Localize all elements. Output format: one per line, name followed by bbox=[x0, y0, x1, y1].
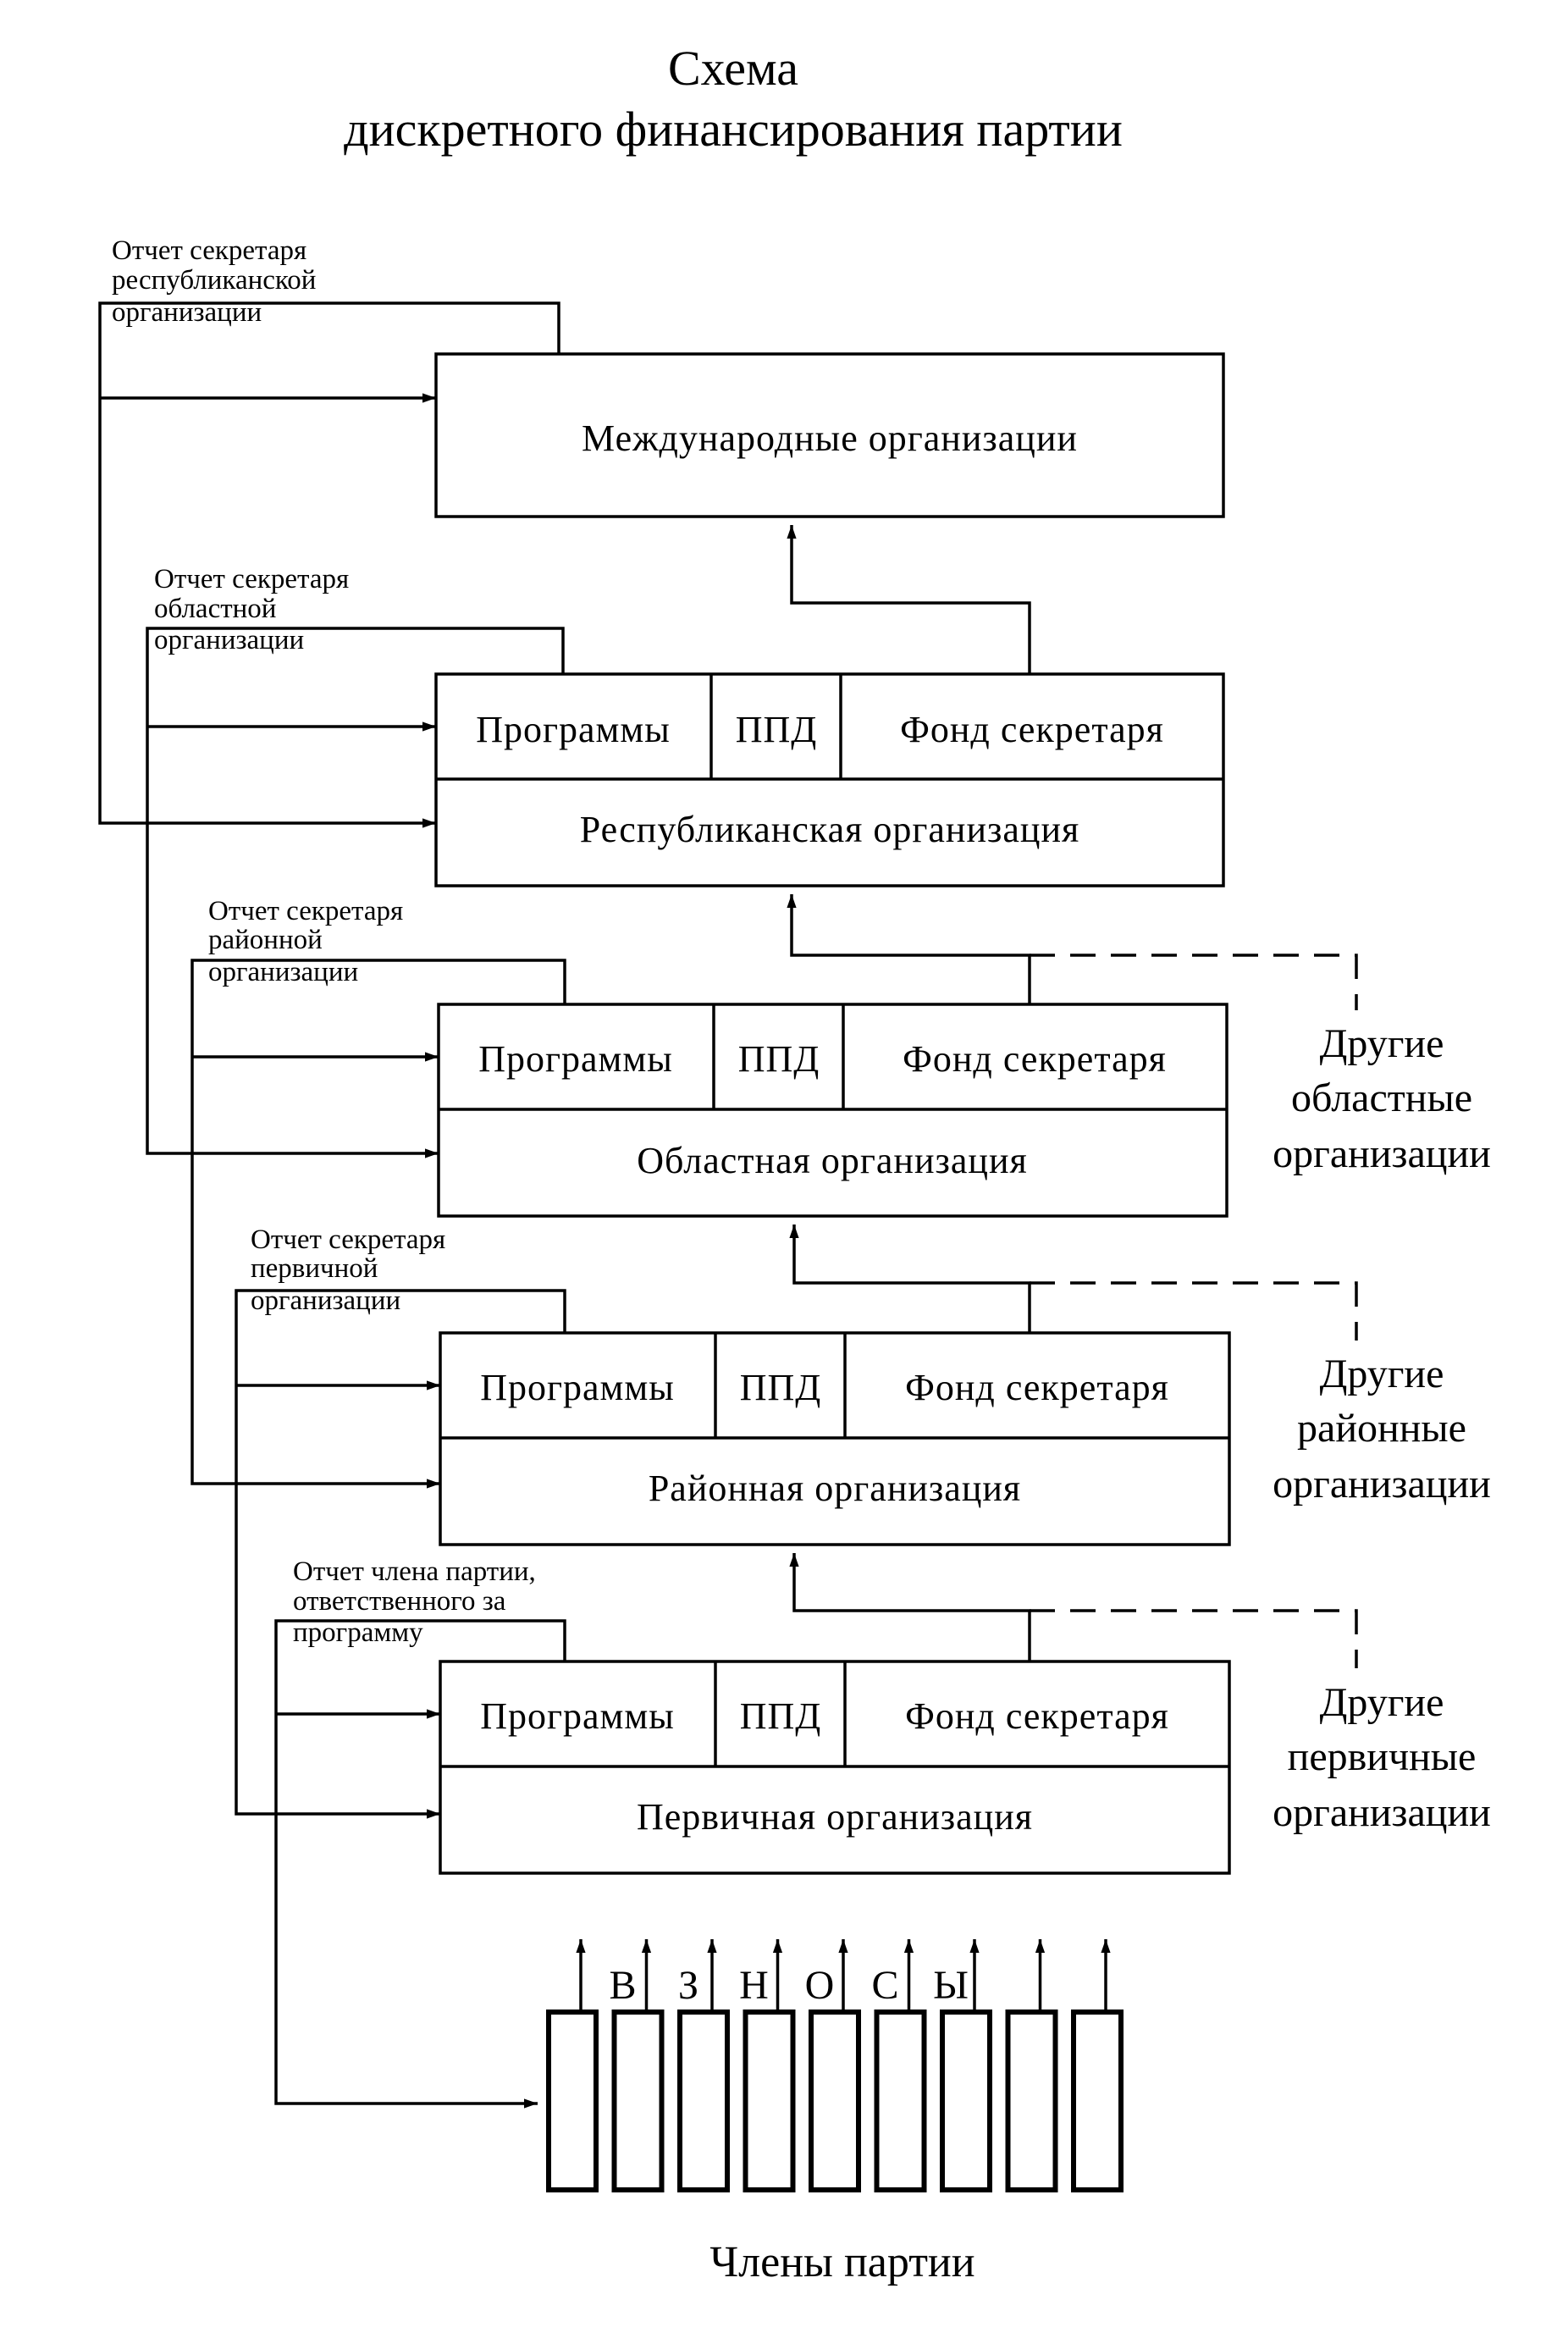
report-regional-line-3: организации bbox=[154, 625, 304, 655]
report-loop-primary bbox=[235, 1289, 566, 1819]
primary-fund-label: Фонд секретаря bbox=[905, 1695, 1169, 1737]
regional-fund-label: Фонд секретаря bbox=[903, 1038, 1167, 1080]
report-republic-line-2: республиканской bbox=[112, 265, 316, 296]
member-bar bbox=[940, 2010, 992, 2192]
report-member-line-1: Отчет члена партии, bbox=[293, 1556, 536, 1587]
member-bar bbox=[874, 2010, 927, 2192]
other-district-line-1: Другие bbox=[1320, 1352, 1444, 1396]
report-district-line-3: организации bbox=[208, 957, 358, 987]
republic-fund-label: Фонд секретаря bbox=[900, 709, 1164, 750]
primary-ppd-label: ППД bbox=[740, 1695, 822, 1737]
member-bar bbox=[743, 2010, 796, 2192]
other-regional-line-2: областные bbox=[1291, 1075, 1472, 1120]
title-line-1: Схема bbox=[668, 41, 798, 96]
other-primary-line-1: Другие bbox=[1320, 1680, 1444, 1725]
member-bar bbox=[809, 2010, 861, 2192]
report-loop-republic bbox=[98, 301, 560, 828]
contribution-letter: О bbox=[805, 1963, 835, 2008]
member-bar bbox=[1071, 2010, 1124, 2192]
report-loop-district bbox=[190, 959, 566, 1489]
primary-organization-label: Первичная организация bbox=[637, 1796, 1033, 1838]
international-organizations-label: Международные организации bbox=[582, 417, 1078, 459]
funding-connector-regional-to-republic bbox=[787, 894, 1358, 1010]
member-bar bbox=[1005, 2010, 1058, 2192]
primary-organization-box bbox=[439, 1660, 1231, 1875]
report-primary-line-1: Отчет секретаря bbox=[251, 1225, 445, 1255]
district-organization-box bbox=[439, 1331, 1231, 1546]
report-republic-line-1: Отчет секретаря bbox=[112, 235, 306, 266]
other-district-line-3: организации bbox=[1273, 1462, 1491, 1506]
contribution-letter: С bbox=[871, 1963, 898, 2008]
members-label: Члены партии bbox=[709, 2238, 974, 2286]
funding-connector-district-to-regional bbox=[789, 1225, 1358, 1341]
report-member-line-2: ответственного за bbox=[293, 1586, 506, 1617]
republic-organization-box bbox=[434, 672, 1225, 887]
other-primary-dashed-connector bbox=[1030, 1609, 1358, 1668]
republic-programs-label: Программы bbox=[476, 709, 671, 750]
report-loop-member bbox=[274, 1619, 566, 2109]
funding-connector-republic-to-international bbox=[787, 525, 1031, 674]
regional-programs-label: Программы bbox=[478, 1038, 673, 1080]
other-district-line-2: районные bbox=[1297, 1406, 1466, 1451]
other-regional-dashed-connector bbox=[1030, 954, 1358, 1010]
other-primary-line-3: организации bbox=[1273, 1790, 1491, 1835]
republic-ppd-label: ППД bbox=[736, 709, 818, 750]
report-regional-line-1: Отчет секретаря bbox=[154, 564, 349, 594]
republic-organization-label: Республиканская организация bbox=[580, 809, 1080, 850]
report-republic-line-3: организации bbox=[112, 297, 262, 328]
international-organizations-box bbox=[434, 352, 1225, 518]
report-district-line-2: районной bbox=[208, 925, 323, 955]
funding-connector-primary-to-district bbox=[789, 1553, 1358, 1668]
primary-programs-label: Программы bbox=[480, 1695, 675, 1737]
district-ppd-label: ППД bbox=[740, 1367, 822, 1408]
regional-ppd-label: ППД bbox=[738, 1038, 820, 1080]
member-bar bbox=[611, 2010, 665, 2192]
other-district-dashed-connector bbox=[1030, 1281, 1358, 1341]
contribution-letter: З bbox=[678, 1963, 698, 2008]
other-regional-line-3: организации bbox=[1273, 1131, 1491, 1176]
contribution-letter: В bbox=[609, 1963, 636, 2008]
district-programs-label: Программы bbox=[480, 1367, 675, 1408]
report-regional-line-2: областной bbox=[154, 594, 276, 624]
member-bar bbox=[677, 2010, 730, 2192]
contribution-letter: Ы bbox=[933, 1963, 969, 2008]
district-organization-label: Районная организация bbox=[649, 1468, 1021, 1509]
report-primary-line-2: первичной bbox=[251, 1253, 378, 1284]
report-district-line-1: Отчет секретаря bbox=[208, 896, 403, 926]
district-fund-label: Фонд секретаря bbox=[905, 1367, 1169, 1408]
report-member-line-3: программу bbox=[293, 1617, 423, 1648]
report-primary-line-3: организации bbox=[251, 1285, 400, 1316]
report-loop-regional bbox=[146, 627, 565, 1158]
members-bars-group bbox=[546, 1939, 1124, 2192]
title-line-2: дискретного финансирования партии bbox=[344, 102, 1123, 157]
regional-organization-label: Областная организация bbox=[637, 1140, 1028, 1181]
regional-organization-box bbox=[437, 1003, 1228, 1218]
other-regional-line-1: Другие bbox=[1320, 1021, 1444, 1066]
contribution-letter: Н bbox=[739, 1963, 769, 2008]
member-bar bbox=[546, 2010, 599, 2192]
other-primary-line-2: первичные bbox=[1288, 1734, 1477, 1779]
